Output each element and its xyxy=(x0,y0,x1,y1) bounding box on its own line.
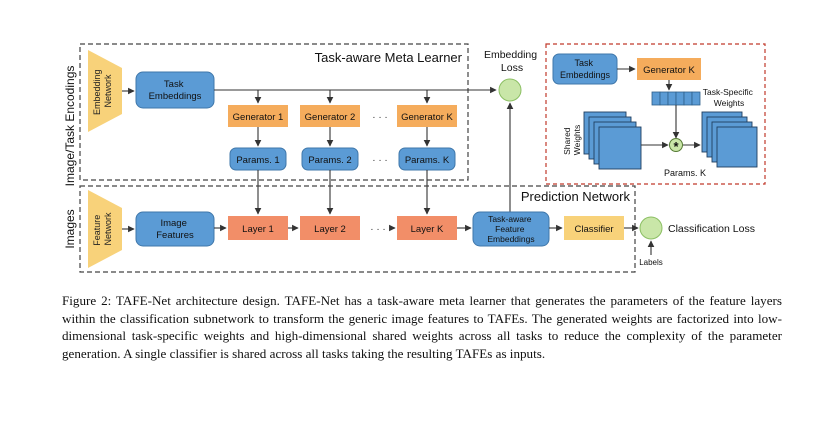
shared-weights-line2: Weights xyxy=(572,125,582,156)
image-features-line1: Image xyxy=(160,218,186,229)
layer-k-label: Layer K xyxy=(411,224,444,235)
meta-learner-region xyxy=(79,43,469,181)
inset-task-embeddings-label: Task Embeddings xyxy=(560,58,611,80)
embedding-network-label: Embedding Network xyxy=(92,67,113,115)
prediction-network-title: Prediction Network xyxy=(521,189,631,204)
feature-network-line2: Network xyxy=(103,212,113,246)
embedding-network-line2: Network xyxy=(103,74,113,108)
tafe-line1: Task-aware xyxy=(488,214,532,224)
generator-1-label: Generator 1 xyxy=(233,112,284,123)
generator-2-block xyxy=(300,105,360,127)
embedding-loss-label: Embedding Loss xyxy=(484,49,540,74)
classification-loss-node xyxy=(639,216,663,240)
image-features-label: Image Features xyxy=(156,218,194,241)
task-embeddings-label: Task Embeddings xyxy=(149,79,202,102)
layer-1-label: Layer 1 xyxy=(242,224,274,235)
multiply-operator xyxy=(669,138,683,152)
feature-network-block xyxy=(88,190,122,268)
embedding-network-line1: Embedding xyxy=(92,69,102,115)
multiply-operator-symbol: * xyxy=(673,139,679,154)
embedding-network-block xyxy=(88,50,122,132)
generator-2-label: Generator 2 xyxy=(305,112,356,123)
params-2-label: Params. 2 xyxy=(308,155,351,166)
inset-task-embeddings-line2: Embeddings xyxy=(560,70,611,80)
shared-weights-label: Shared Weights xyxy=(562,125,582,156)
classification-loss-label: Classification Loss xyxy=(668,223,755,235)
inset-params-label: Params. K xyxy=(664,168,706,178)
task-specific-weights-strip xyxy=(651,91,701,106)
params-k-stack xyxy=(701,111,758,168)
side-label-images: Images xyxy=(63,209,77,248)
task-embeddings-line2: Embeddings xyxy=(149,91,202,102)
classifier-label: Classifier xyxy=(574,224,613,235)
layer-ellipsis: · · · xyxy=(370,224,386,235)
tafe-block xyxy=(472,211,550,247)
shared-weights-line1: Shared xyxy=(562,127,572,155)
image-features-line2: Features xyxy=(156,230,194,241)
layer-1-block xyxy=(228,216,288,240)
task-specific-weights-label: Task-Specific Weights xyxy=(703,87,755,108)
generator-1-block xyxy=(228,105,288,127)
embedding-loss-line2: Loss xyxy=(501,62,523,74)
embedding-loss-line1: Embedding xyxy=(484,49,537,61)
inset-generator-block xyxy=(637,58,701,80)
task-embeddings-line1: Task xyxy=(164,79,184,90)
figure-caption: Figure 2: TAFE-Net architecture design. … xyxy=(62,293,782,361)
classifier-block xyxy=(564,216,624,240)
inset-task-embeddings-line1: Task xyxy=(574,58,593,68)
layer-2-block xyxy=(300,216,360,240)
generator-k-block xyxy=(397,105,457,127)
image-features-block xyxy=(135,211,215,247)
params-k-label: Params. K xyxy=(405,155,450,166)
inset-generator-label: Generator K xyxy=(643,65,695,76)
inset-region xyxy=(545,43,766,185)
tafe-line3: Embeddings xyxy=(487,234,534,244)
params-1-label: Params. 1 xyxy=(236,155,279,166)
feature-network-line1: Feature xyxy=(92,215,102,246)
layer-k-block xyxy=(397,216,457,240)
meta-learner-title: Task-aware Meta Learner xyxy=(315,50,463,65)
task-specific-weights-line1: Task-Specific xyxy=(703,87,754,97)
embedding-loss-node xyxy=(498,78,522,102)
generator-k-label: Generator K xyxy=(401,112,453,123)
architecture-diagram: Task-aware Meta Learner Image/Task Encod… xyxy=(63,43,766,273)
feature-network-label: Feature Network xyxy=(92,212,113,246)
tafe-line2: Feature xyxy=(495,224,525,234)
task-specific-weights-line2: Weights xyxy=(714,98,745,108)
params-ellipsis: · · · xyxy=(372,155,388,166)
shared-weights-stack xyxy=(583,111,642,170)
tafe-label: Task-aware Feature Embeddings xyxy=(487,214,534,244)
generator-ellipsis: · · · xyxy=(372,112,388,123)
labels-label: Labels xyxy=(639,258,663,267)
task-embeddings-block xyxy=(135,71,215,109)
side-label-encodings: Image/Task Encodings xyxy=(63,66,77,187)
layer-2-label: Layer 2 xyxy=(314,224,346,235)
